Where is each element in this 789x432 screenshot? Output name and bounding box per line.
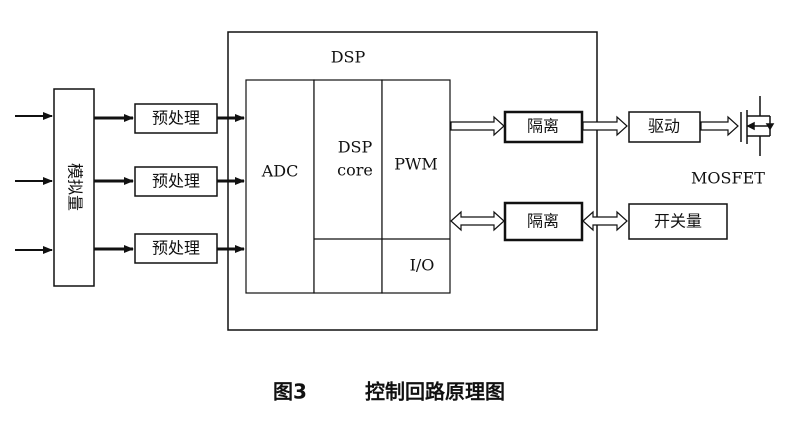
figure-caption: 控制回路原理图 [365,380,505,404]
driver-block [628,111,701,143]
switch-block [628,203,728,240]
figure-number: 图3 [273,380,307,404]
dsp-core-label-line2: core [337,161,373,180]
isolation-label-2: 隔离 [527,212,559,231]
isolation-switch-bidirectional-arrow [582,210,628,232]
dsp-isolation-bidirectional-arrow [450,210,505,232]
preprocess-label-1: 预处理 [152,109,200,128]
mosfet-label: MOSFET [691,169,765,188]
dsp-core-module [313,79,383,294]
preprocess-label-3: 预处理 [152,239,200,258]
analog-block-label: 模拟量 [66,163,85,211]
pwm-module [381,79,451,294]
driver-to-mosfet-arrow [700,115,739,137]
dsp-outer-box [227,31,598,331]
pwm-to-isolation-arrow [450,115,505,137]
isolation-block-1 [503,110,584,144]
io-label: I/O [410,256,435,275]
adc-label: ADC [261,162,299,181]
preprocess-block-3 [134,233,218,264]
driver-label: 驱动 [648,117,680,136]
dsp-title: DSP [331,48,366,67]
isolation-block-2 [503,201,584,242]
analog-block [53,88,95,287]
switch-label: 开关量 [654,212,702,231]
preprocess-label-2: 预处理 [152,172,200,191]
isolation-label-1: 隔离 [527,117,559,136]
pwm-label: PWM [394,155,438,174]
dsp-core-label-line1: DSP [338,138,373,157]
mosfet-symbol [740,96,775,156]
isolation-to-driver-arrow [582,115,628,137]
adc-module [245,79,315,294]
